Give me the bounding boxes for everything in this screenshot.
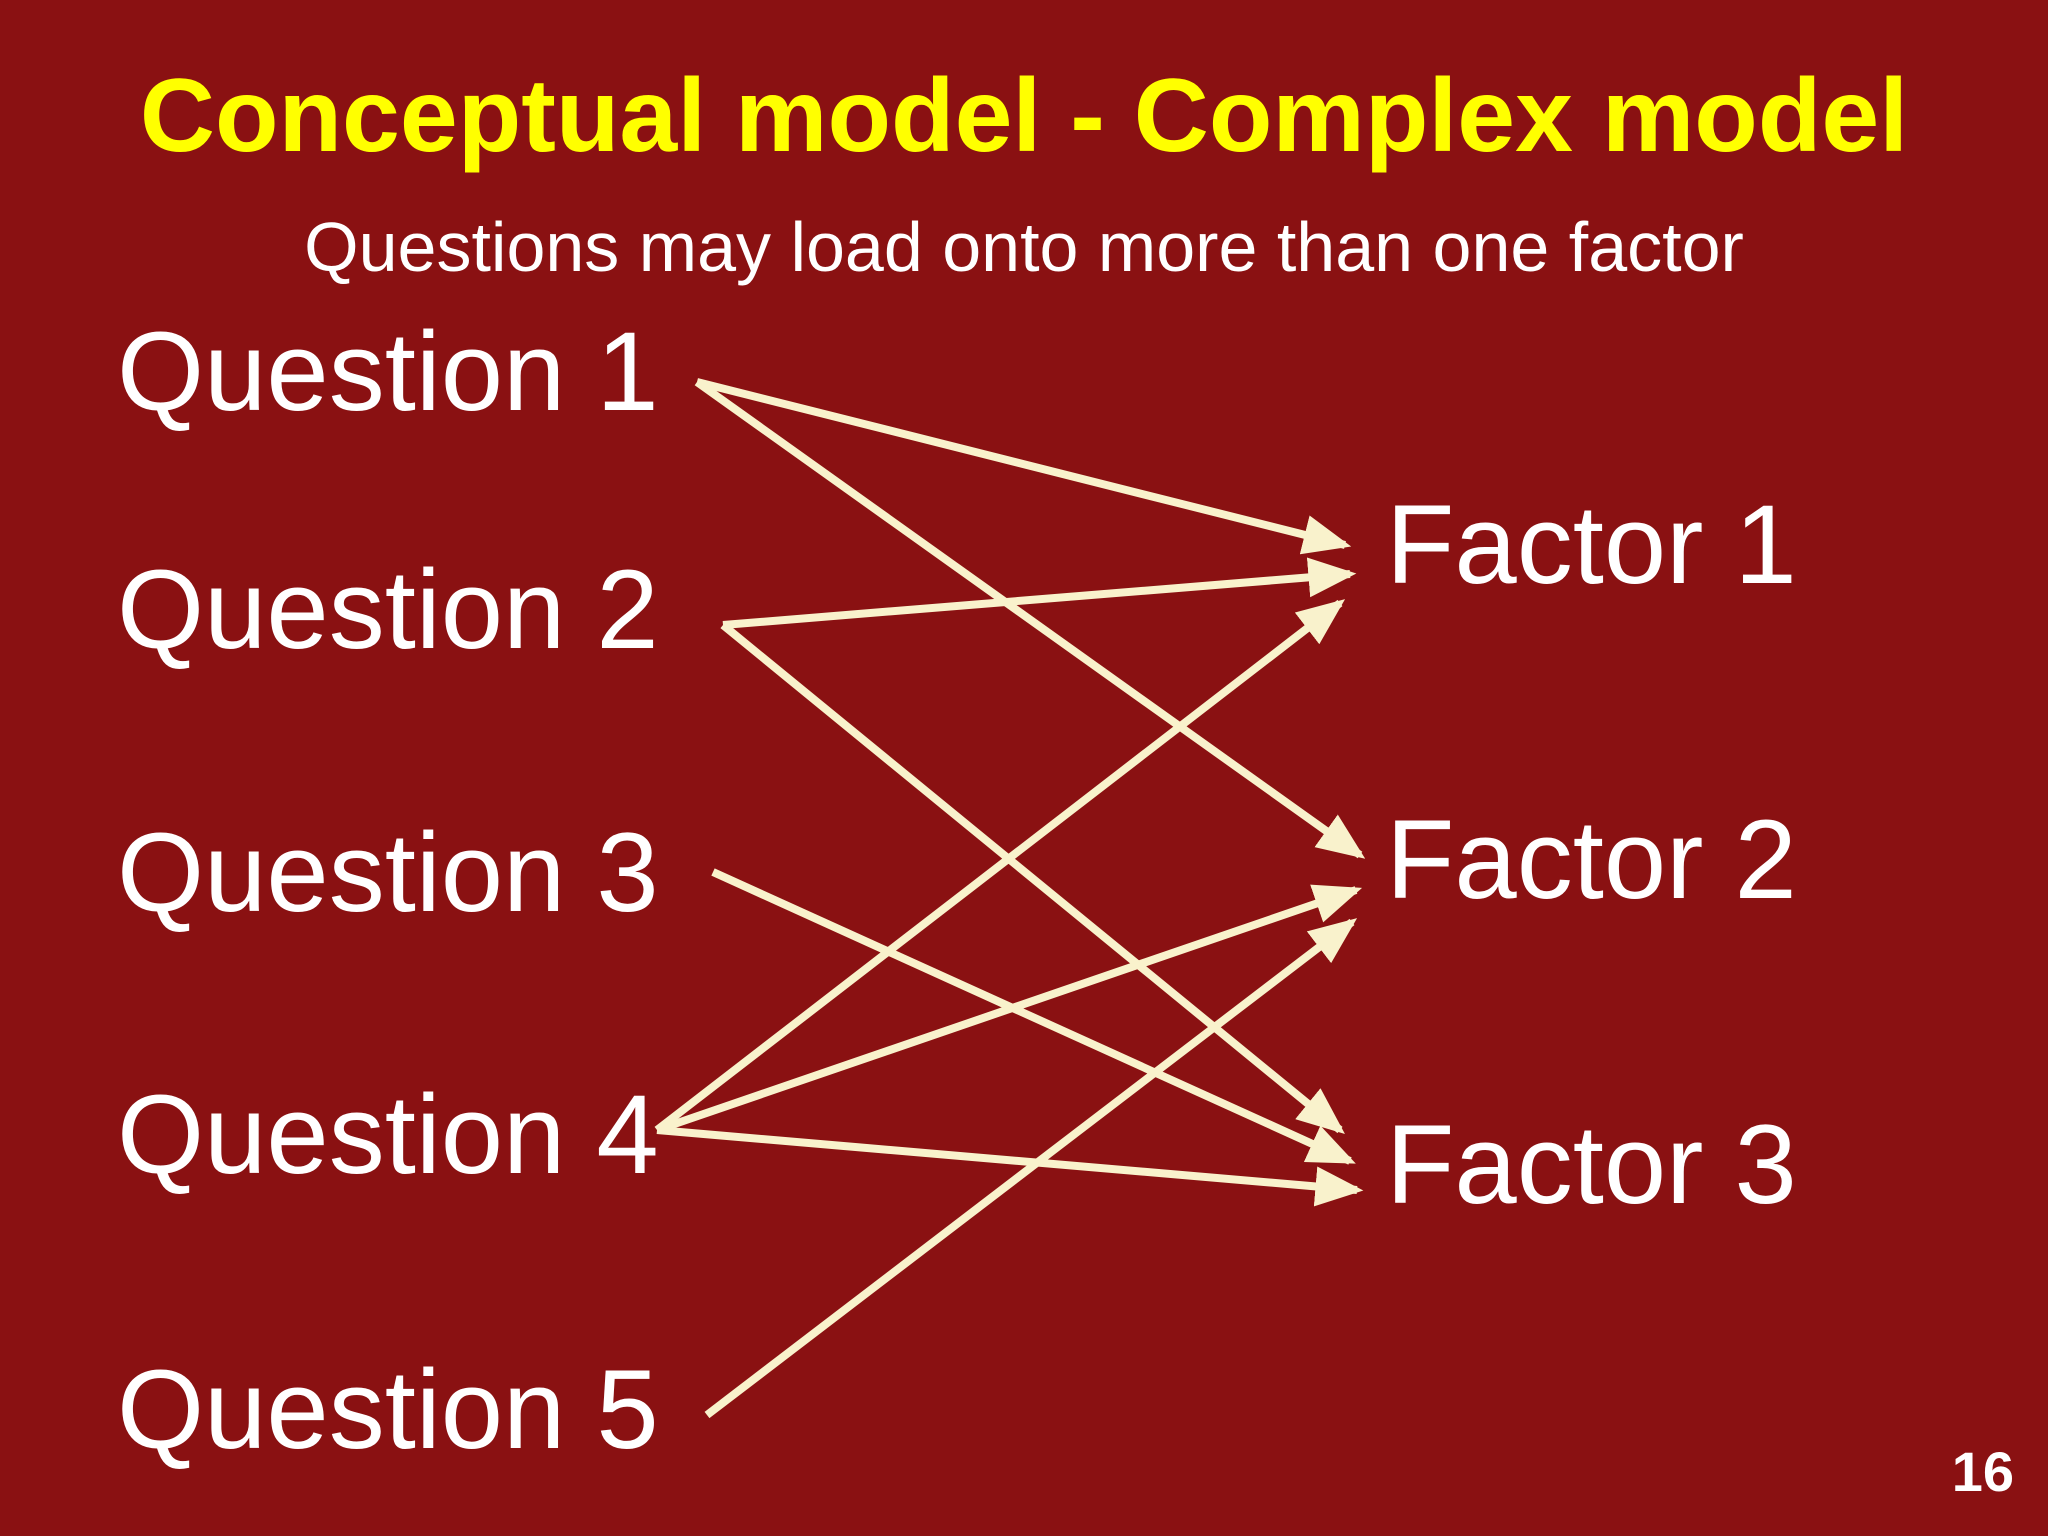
node-question-3: Question 3 (117, 810, 659, 935)
node-factor-3: Factor 3 (1386, 1102, 1797, 1227)
page-number: 16 (1951, 1440, 2014, 1503)
arrow-q4-to-f2 (655, 884, 1363, 1134)
arrow-q2-to-f3 (720, 621, 1345, 1135)
node-question-4: Question 4 (117, 1072, 659, 1197)
arrow-q1-to-f1 (696, 378, 1352, 555)
arrow-q3-to-f3 (711, 868, 1356, 1165)
node-question-5: Question 5 (117, 1347, 659, 1472)
slide-title: Conceptual model - Complex model (139, 58, 1909, 174)
node-question-2: Question 2 (117, 547, 659, 672)
arrow-q4-to-f3 (656, 1126, 1364, 1207)
arrow-q4-to-f1 (654, 599, 1346, 1134)
arrow-q5-to-f2 (704, 918, 1358, 1419)
node-question-1: Question 1 (117, 309, 659, 434)
node-factor-1: Factor 1 (1386, 482, 1797, 607)
arrow-q1-to-f2 (694, 378, 1366, 859)
slide-subtitle: Questions may load onto more than one fa… (304, 208, 1744, 286)
arrow-q2-to-f1 (722, 557, 1357, 629)
node-factor-2: Factor 2 (1386, 797, 1797, 922)
